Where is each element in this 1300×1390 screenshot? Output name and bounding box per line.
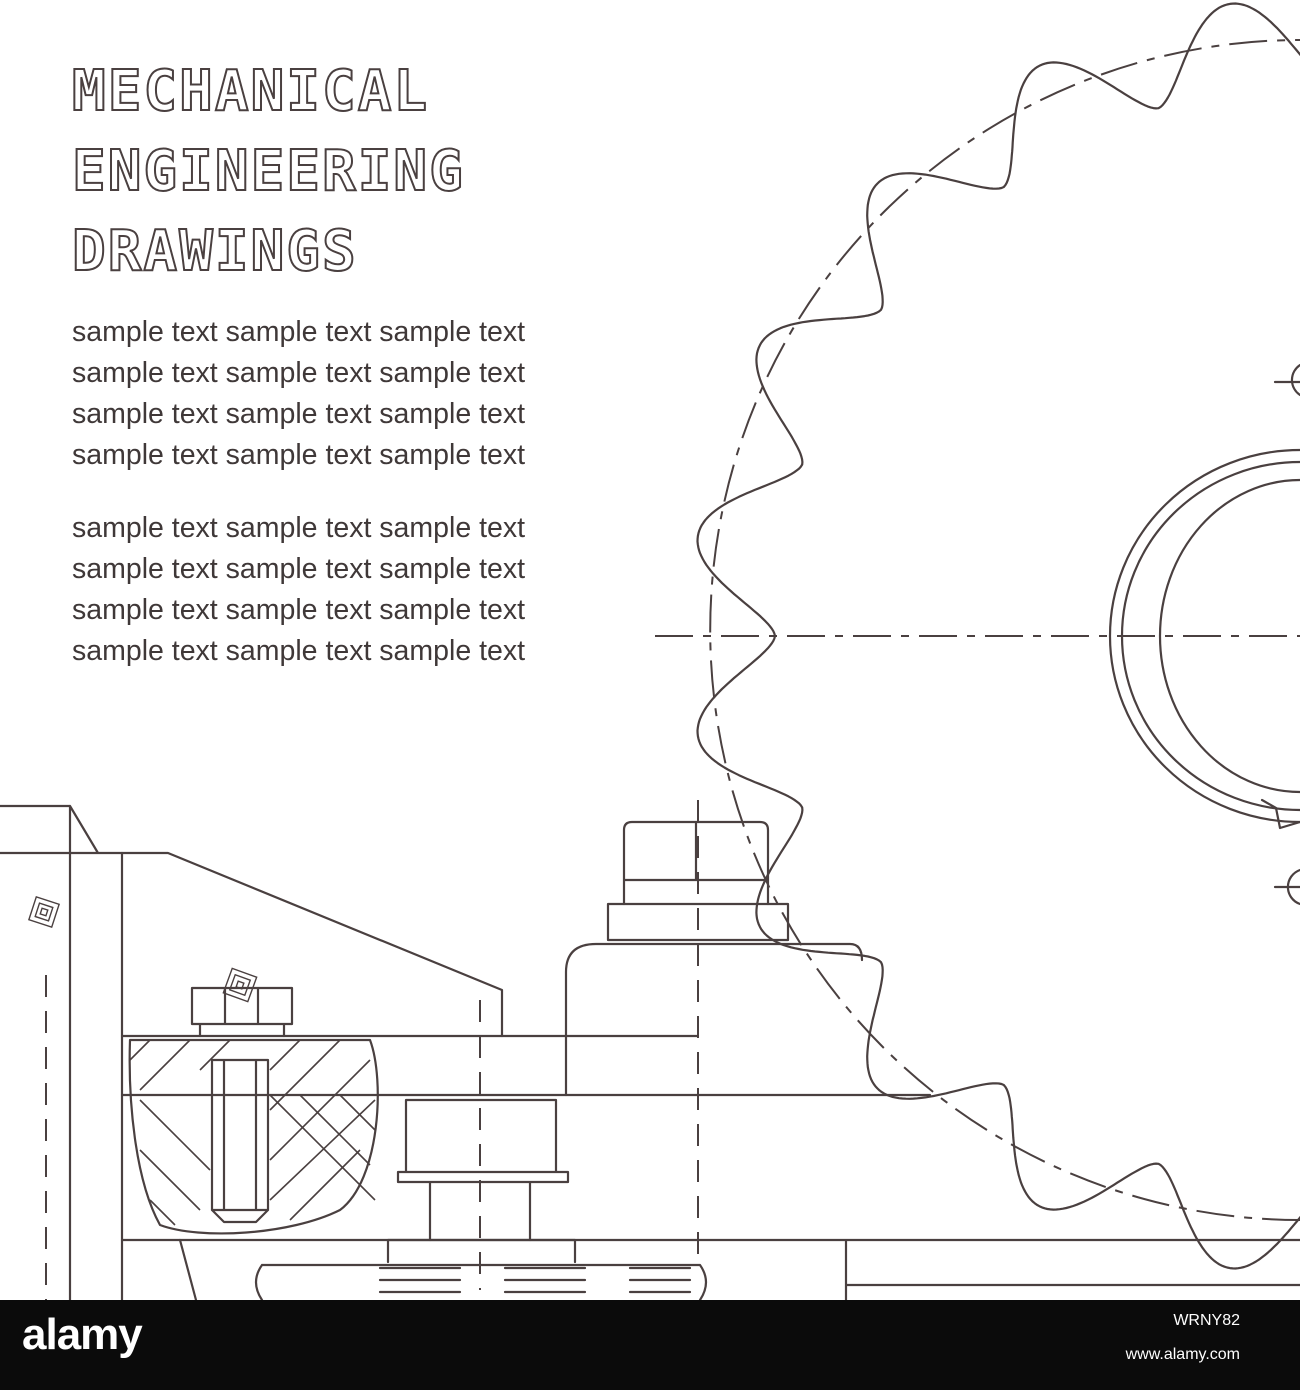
pitch-circle — [709, 39, 1300, 1221]
body-paragraph-1: sample text sample text sample text samp… — [72, 312, 632, 476]
bolt-hole-lower — [1273, 868, 1300, 906]
site-url: www.alamy.com — [1125, 1346, 1240, 1363]
section-bolt-head — [190, 986, 294, 1038]
left-frame-screw — [27, 895, 61, 929]
left-inner-panel — [178, 1238, 198, 1300]
hub-outer-ring — [1108, 448, 1300, 824]
paragraph-line: sample text sample text sample text — [72, 357, 526, 389]
paragraph-line: sample text sample text sample text — [72, 512, 526, 544]
sloped-housing — [120, 851, 504, 1038]
bolt-hole-upper — [1273, 363, 1300, 397]
left-frame-plate — [0, 804, 124, 1300]
title-line-2: ENGINEERING — [71, 138, 465, 205]
section-bolt-marker — [222, 967, 258, 1003]
paragraph-line: sample text sample text sample text — [72, 398, 526, 430]
bottom-roller-marks — [378, 1238, 692, 1294]
bottom-roller — [254, 1263, 708, 1300]
hatched-section-outline — [128, 1038, 379, 1235]
title-line-1: MECHANICAL — [71, 58, 430, 125]
paragraph-line: sample text sample text sample text — [72, 316, 526, 348]
hatch-lines — [129, 1039, 376, 1226]
hub-inner-ring — [1158, 478, 1300, 794]
bracket — [396, 1098, 570, 1242]
base-plate — [120, 1034, 1300, 1300]
engineering-drawing-graphic — [0, 2, 1300, 1300]
section-bolt — [210, 1058, 270, 1224]
hub-key-notch — [1260, 798, 1300, 830]
paragraph-line: sample text sample text sample text — [72, 439, 526, 471]
hub-middle-ring — [1120, 460, 1300, 812]
center-block — [564, 942, 864, 1097]
hex-nut — [622, 820, 770, 906]
paragraph-line: sample text sample text sample text — [72, 553, 526, 585]
paragraph-line: sample text sample text sample text — [72, 635, 526, 667]
watermark-footer: alamy WRNY82 www.alamy.com — [0, 1300, 1300, 1390]
title-block: MECHANICAL ENGINEERING DRAWINGS — [71, 52, 632, 292]
drawing-canvas: MECHANICAL ENGINEERING DRAWINGS sample t… — [0, 2, 1300, 1300]
alamy-logo: alamy — [22, 1310, 143, 1359]
body-paragraph-2: sample text sample text sample text samp… — [72, 508, 632, 672]
image-id: WRNY82 — [1173, 1312, 1240, 1329]
title-line-3: DRAWINGS — [71, 218, 358, 285]
paragraph-line: sample text sample text sample text — [72, 594, 526, 626]
washer — [606, 902, 790, 942]
